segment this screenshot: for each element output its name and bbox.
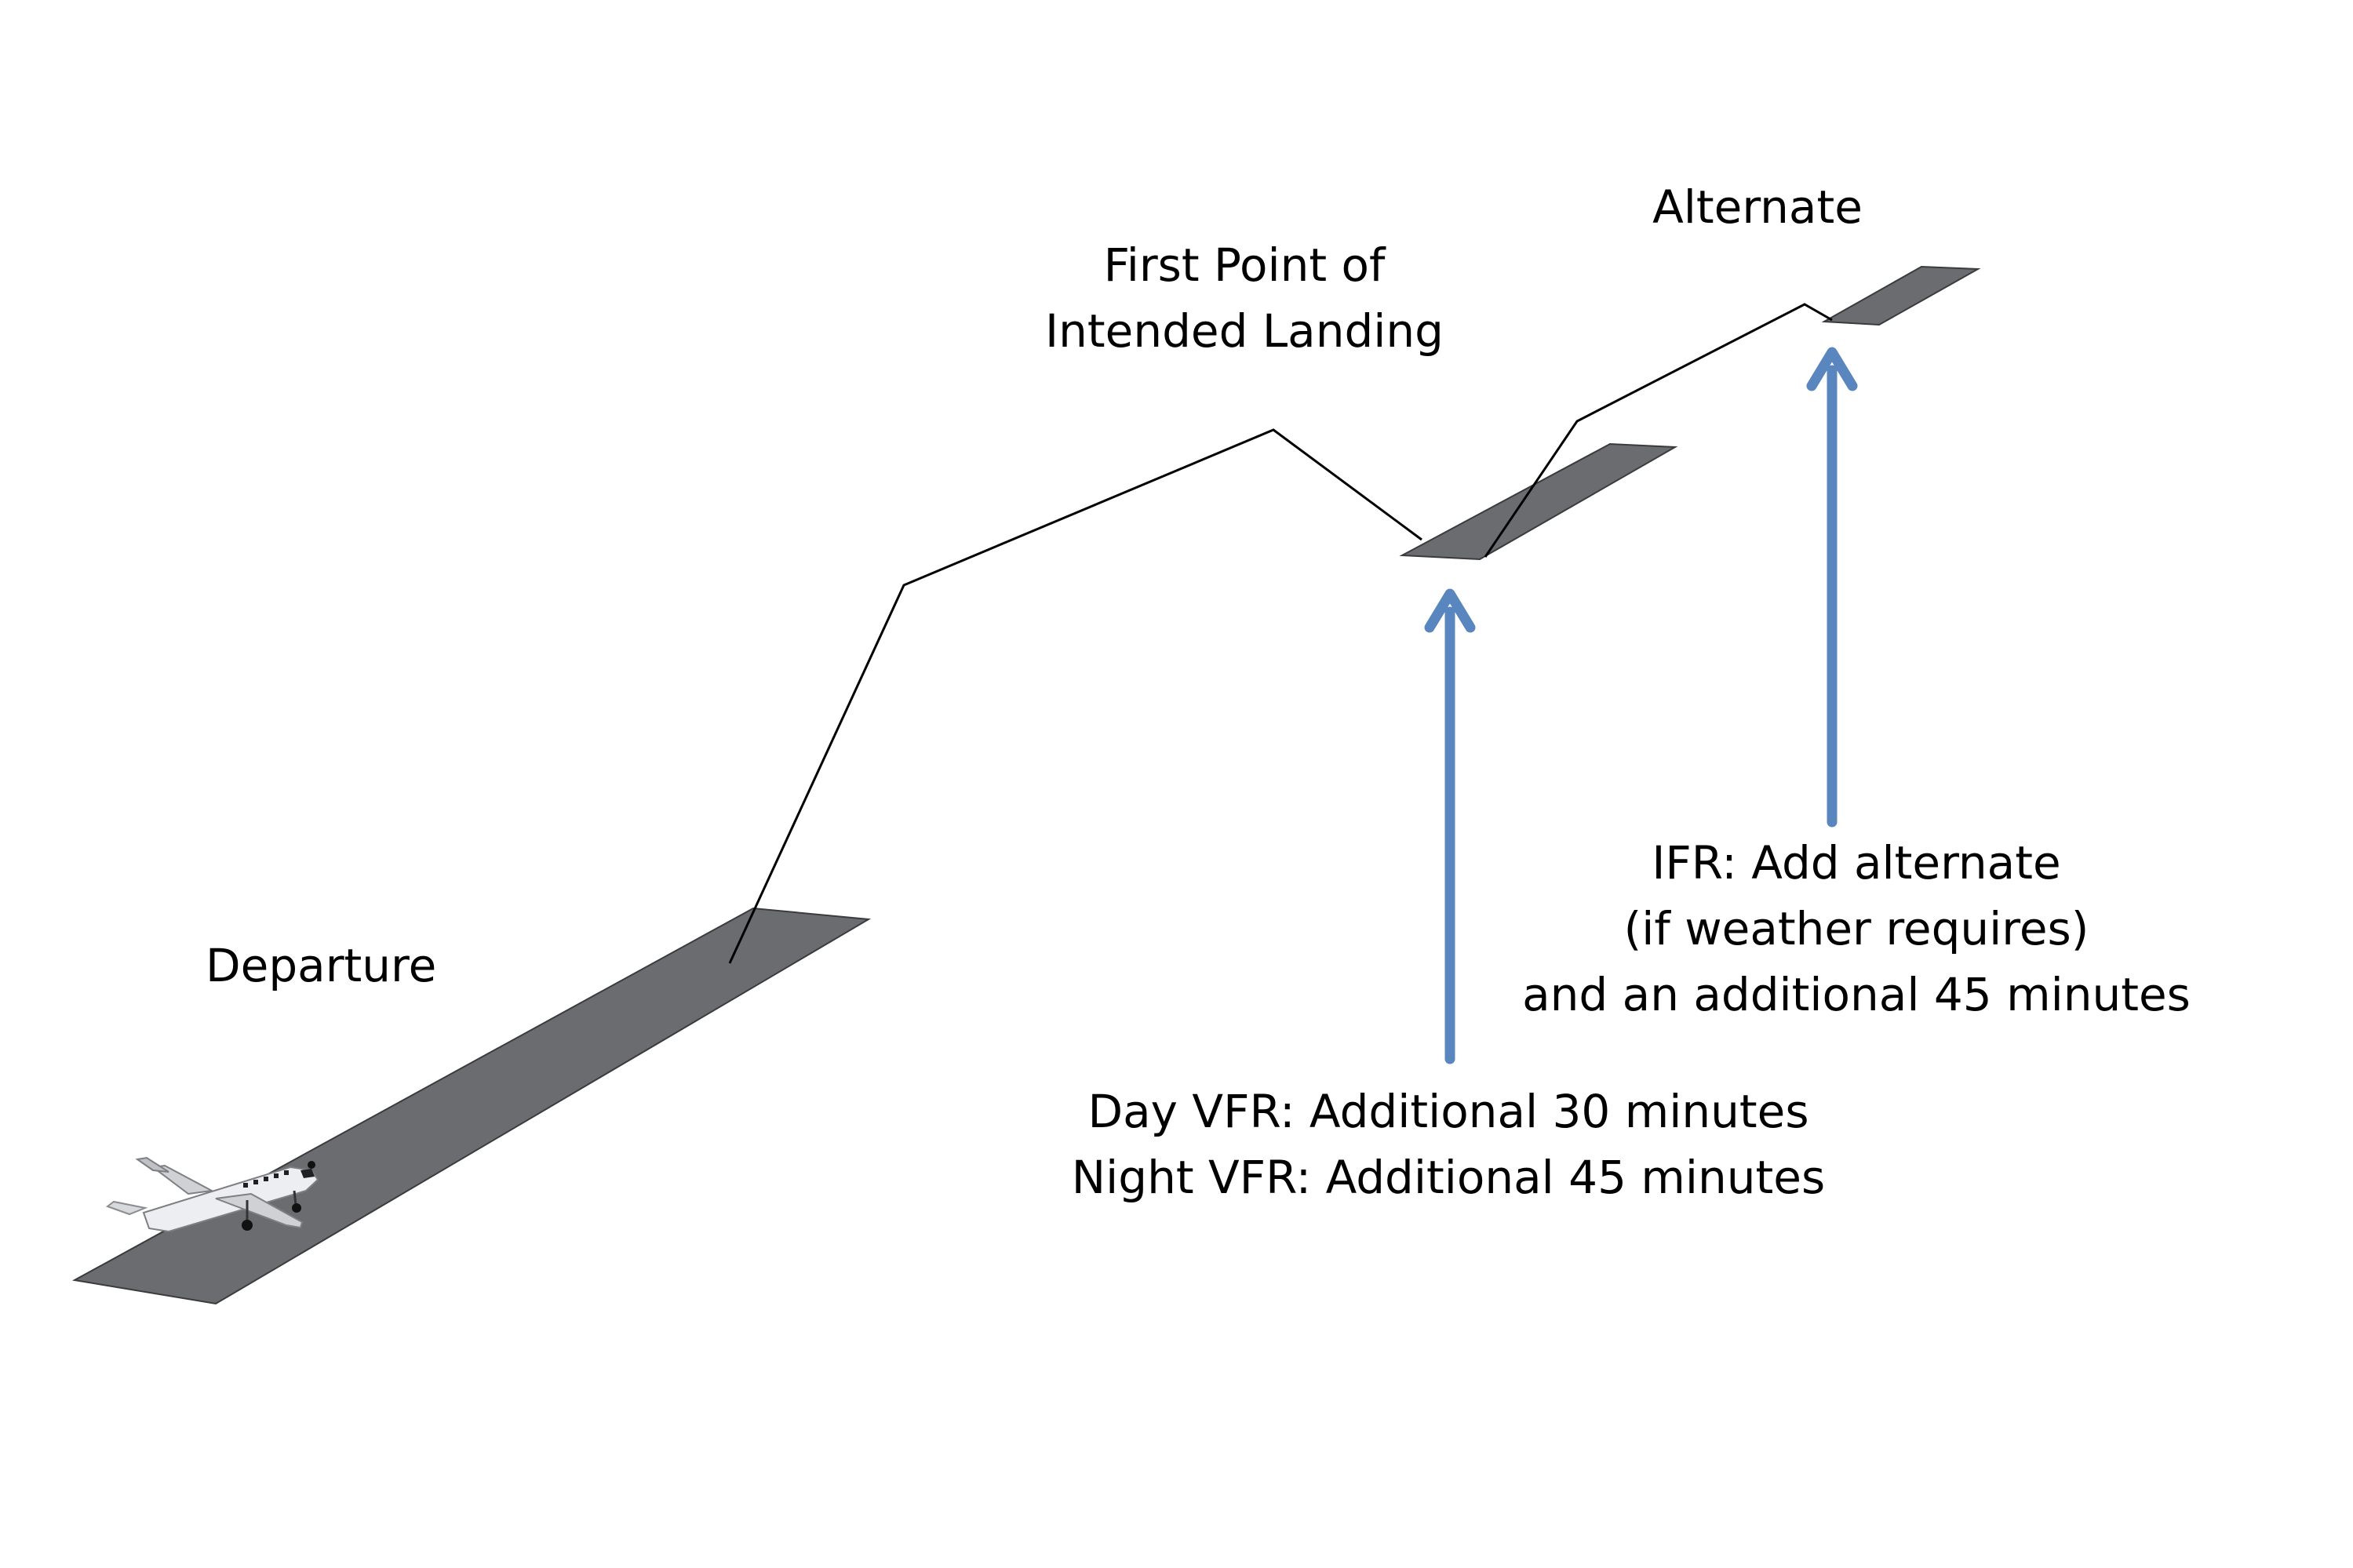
first-landing-runway	[1399, 442, 1678, 561]
ifr-reserve-arrow	[1806, 347, 1858, 828]
flight-path-to-alternate	[1484, 303, 1833, 558]
first-landing-label-line: First Point of	[1103, 238, 1386, 292]
business-jet-icon	[105, 1156, 319, 1233]
ifr-reserve-label: IFR: Add alternate (if weather requires)…	[1464, 830, 2249, 1028]
departure-runway	[71, 907, 872, 1305]
first-landing-label-line: Intended Landing	[1045, 304, 1444, 358]
first-landing-label: First Point of Intended Landing	[978, 232, 1511, 364]
ifr-reserve-label-line: and an additional 45 minutes	[1522, 968, 2191, 1021]
departure-label: Departure	[206, 939, 437, 992]
vfr-reserve-label-line: Night VFR: Additional 45 minutes	[1071, 1151, 1826, 1204]
vfr-reserve-label: Day VFR: Additional 30 minutes Night VFR…	[1025, 1079, 1872, 1210]
vfr-reserve-label-line: Day VFR: Additional 30 minutes	[1087, 1085, 1809, 1138]
ifr-reserve-label-line: IFR: Add alternate	[1652, 836, 2061, 890]
vfr-reserve-arrow	[1424, 588, 1476, 1064]
alternate-label: Alternate	[1652, 180, 1863, 234]
ifr-reserve-label-line: (if weather requires)	[1623, 902, 2089, 955]
alternate-runway	[1821, 265, 1981, 326]
flight-path	[728, 428, 1422, 964]
